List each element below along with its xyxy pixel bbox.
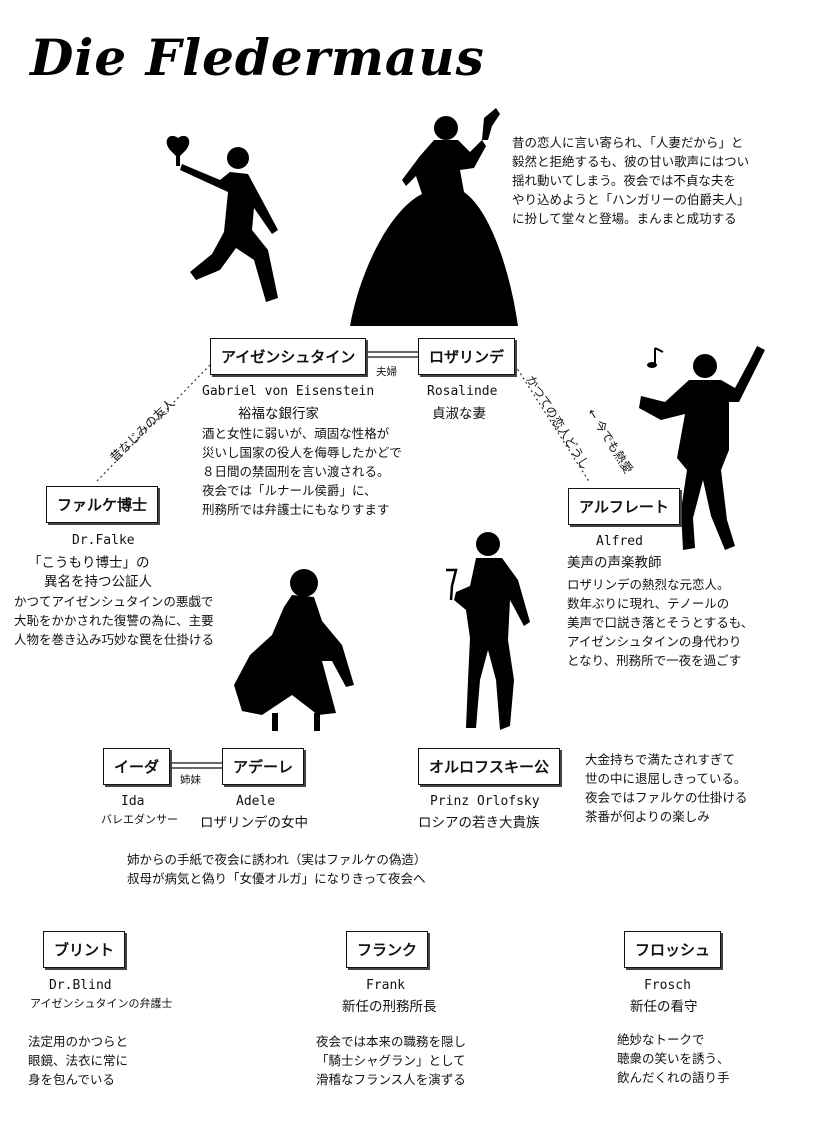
rosalinde-box: ロザリンデ — [418, 338, 516, 375]
orlofsky-desc: 大金持ちで満たされすぎて 世の中に退屈しきっている。 夜会ではファルケの仕掛ける… — [585, 752, 748, 824]
alfred-roman: Alfred — [596, 534, 643, 549]
eisenstein-silhouette-icon — [166, 135, 278, 302]
falke-roman: Dr.Falke — [72, 533, 135, 548]
frosch-desc: 絶妙なトークで 聴衆の笑いを誘う、 飲んだくれの語り手 — [617, 1032, 730, 1085]
blind-roman: Dr.Blind — [49, 978, 112, 993]
alfred-box: アルフレート — [568, 488, 680, 525]
relation-sisters: 姉妹 — [180, 774, 201, 786]
falke-desc: かつてアイゼンシュタインの悪戯で 大恥をかかされた復讐の為に、主要 人物を巻き込… — [14, 594, 215, 647]
frosch-role: 新任の看守 — [630, 999, 698, 1015]
ida-role: バレエダンサー — [101, 813, 178, 826]
orlofsky-roman: Prinz Orlofsky — [430, 794, 540, 809]
rosalinde-desc: 昔の恋人に言い寄られ、「人妻だから」と 毅然と拒絶するも、彼の甘い歌声にはつい … — [512, 135, 750, 226]
rosalinde-roman: Rosalinde — [427, 384, 498, 399]
alfred-silhouette-icon — [639, 346, 765, 550]
alfred-desc: ロザリンデの熱烈な元恋人。 数年ぶりに現れ、テノールの 美声で口説き落とそうとす… — [567, 577, 754, 668]
falke-role-1: 「こうもり博士」の — [28, 555, 150, 571]
adele-desc: 姉からの手紙で夜会に誘われ（実はファルケの偽造） 叔母が病気と偽り「女優オルガ」… — [127, 852, 427, 886]
adele-roman: Adele — [236, 794, 276, 809]
page-title: Die Fledermaus — [30, 28, 485, 87]
adele-role: ロザリンデの女中 — [200, 815, 308, 831]
eisenstein-roman: Gabriel von Eisenstein — [202, 384, 375, 399]
blind-box: ブリント — [43, 931, 126, 968]
rosalinde-role: 貞淑な妻 — [432, 406, 486, 422]
blind-role: アイゼンシュタインの弁護士 — [30, 997, 173, 1010]
orlofsky-silhouette-icon — [446, 532, 530, 730]
frank-desc: 夜会では本来の職務を隠し 「騎士シャグラン」として 滑稽なフランス人を演ずる — [316, 1034, 467, 1087]
eisenstein-role: 裕福な銀行家 — [238, 406, 319, 422]
rosalinde-silhouette-icon — [350, 108, 518, 326]
frank-role: 新任の刑務所長 — [342, 999, 437, 1015]
adele-box: アデーレ — [222, 748, 305, 785]
blind-desc: 法定用のかつらと 眼鏡、法衣に常に 身を包んでいる — [28, 1034, 129, 1087]
eisenstein-box: アイゼンシュタイン — [210, 338, 367, 375]
relation-couple: 夫婦 — [376, 366, 397, 378]
ida-roman: Ida — [121, 794, 145, 809]
adele-silhouette-icon — [234, 569, 354, 731]
orlofsky-box: オルロフスキー公 — [418, 748, 561, 785]
frosch-roman: Frosch — [644, 978, 691, 993]
eisenstein-desc: 酒と女性に弱いが、頑固な性格が 災いし国家の役人を侮辱したかどで ８日間の禁固刑… — [202, 426, 402, 517]
falke-role-2: 異名を持つ公証人 — [44, 574, 152, 590]
frosch-box: フロッシュ — [624, 931, 722, 968]
frank-roman: Frank — [366, 978, 406, 993]
orlofsky-role: ロシアの若き大貴族 — [418, 815, 540, 831]
alfred-role: 美声の声楽教師 — [567, 555, 662, 571]
falke-box: ファルケ博士 — [46, 486, 159, 523]
ida-box: イーダ — [103, 748, 171, 785]
frank-box: フランク — [346, 931, 429, 968]
